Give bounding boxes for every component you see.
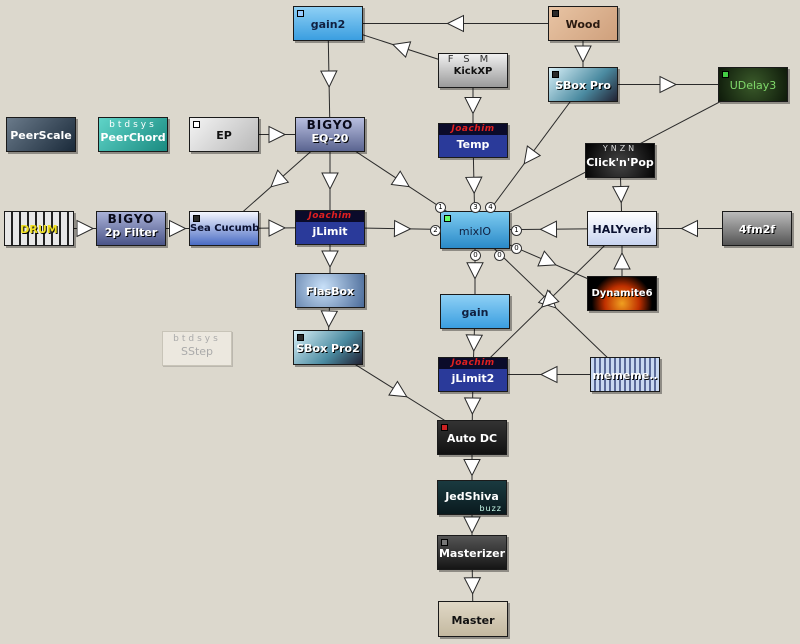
wire-arrow-eq20-to-sea-cucumber[interactable] bbox=[270, 169, 290, 188]
machine-sea-cucumber[interactable]: Sea Cucumber bbox=[189, 211, 259, 246]
machine-dynamite6[interactable]: Dynamite6 bbox=[587, 276, 657, 311]
machine-eq20[interactable]: BIGYO EQ-20 bbox=[295, 117, 365, 152]
machine-auto-dc[interactable]: Auto DC bbox=[437, 420, 507, 455]
wire-arrow-sboxpro-to-udelay3[interactable] bbox=[659, 75, 678, 94]
mixio-pin-out-4: 0 bbox=[511, 243, 522, 254]
machine-jlimit[interactable]: Joachim jLimit bbox=[295, 210, 365, 245]
machine-udelay3[interactable]: UDelay3 bbox=[718, 67, 788, 102]
machine-wood[interactable]: Wood bbox=[548, 6, 618, 41]
machine-sboxpro[interactable]: SBox Pro bbox=[548, 67, 618, 102]
wire-arrow-temp-to-mixio[interactable] bbox=[465, 176, 483, 195]
machine-gain[interactable]: gain bbox=[440, 294, 510, 329]
wire-arrow-ep-to-eq20[interactable] bbox=[268, 125, 287, 144]
wire-arrow-kickxp-to-gain2[interactable] bbox=[391, 41, 412, 59]
machine-mixio[interactable]: mixIO bbox=[440, 211, 510, 249]
mixio-pin-in-1: 1 bbox=[435, 202, 446, 213]
wire-arrow-mememe-to-jlimit2[interactable] bbox=[539, 365, 558, 384]
machine-clicknpop[interactable]: YNZN Click'n'Pop bbox=[585, 143, 655, 178]
wire-arrow-jlimit-to-mixio[interactable] bbox=[393, 219, 412, 238]
mixio-pin-in-2: 2 bbox=[430, 225, 441, 236]
machine-halyverb[interactable]: HALYverb bbox=[587, 211, 657, 246]
wire-arrow-sboxpro-to-mixio[interactable] bbox=[523, 145, 542, 165]
mixio-pin-in-3: 3 bbox=[470, 202, 481, 213]
machine-sbox-pro2[interactable]: SBox Pro2 bbox=[293, 330, 363, 365]
wire-arrow-wood-to-sboxpro[interactable] bbox=[574, 45, 592, 64]
machine-sstep[interactable]: btdsys SStep bbox=[162, 331, 232, 366]
wire-arrow-mixio-to-gain[interactable] bbox=[466, 262, 484, 280]
wire-arrow-auto-dc-to-jedshiva[interactable] bbox=[463, 459, 481, 477]
machine-temp[interactable]: Joachim Temp bbox=[438, 123, 508, 158]
wire-arrow-jedshiva-to-masterizer[interactable] bbox=[463, 516, 481, 535]
wire-arrow-kickxp-to-temp[interactable] bbox=[464, 97, 482, 115]
wire-arrow-eq20-to-jlimit[interactable] bbox=[321, 172, 339, 191]
wire-arrow-halyverb-to-jlimit2[interactable] bbox=[540, 289, 560, 308]
mixio-pin-out-1: 1 bbox=[511, 225, 522, 236]
wire-arrow-masterizer-to-master[interactable] bbox=[463, 577, 482, 595]
wire-arrow-gain2-to-eq20[interactable] bbox=[320, 70, 338, 89]
machine-ep[interactable]: EP bbox=[189, 117, 259, 152]
machine-jlimit2[interactable]: Joachim jLimit2 bbox=[438, 357, 508, 392]
machine-flasbox[interactable]: FlasBox bbox=[295, 273, 365, 308]
wire-arrow-2p-filter-to-sea-cucumber[interactable] bbox=[169, 219, 187, 238]
wire-arrow-clicknpop-to-halyverb[interactable] bbox=[611, 185, 630, 204]
wire-arrow-drum-to-2p-filter[interactable] bbox=[76, 219, 95, 238]
wire-arrow-eq20-to-mixio[interactable] bbox=[390, 170, 411, 188]
wire-arrow-jlimit2-to-auto-dc[interactable] bbox=[463, 397, 482, 416]
machine-4fm2f[interactable]: 4fm2f bbox=[722, 211, 792, 246]
machine-kickxp[interactable]: FSM KickXP bbox=[438, 53, 508, 88]
wire-arrow-halyverb-to-mixio[interactable] bbox=[539, 220, 558, 238]
wire-arrow-jlimit-to-flasbox[interactable] bbox=[321, 250, 339, 269]
wire-arrow-gain-to-jlimit2[interactable] bbox=[465, 334, 484, 353]
machine-mememe[interactable]: mememe.. bbox=[590, 357, 660, 392]
machine-gain2[interactable]: gain2 bbox=[293, 6, 363, 41]
machine-peerchord[interactable]: btdsys PeerChord bbox=[98, 117, 168, 152]
machine-master[interactable]: Master bbox=[438, 601, 508, 637]
mixio-pin-in-4: 4 bbox=[485, 202, 496, 213]
wire-arrow-dynamite6-to-halyverb[interactable] bbox=[613, 251, 631, 270]
wire-arrow-flasbox-to-sbox-pro2[interactable] bbox=[320, 310, 339, 329]
machine-peerscale[interactable]: PeerScale bbox=[6, 117, 76, 152]
machine-jedshiva[interactable]: JedShiva buzz bbox=[437, 480, 507, 515]
wire-arrow-4fm2f-to-halyverb[interactable] bbox=[680, 219, 698, 238]
wire-arrow-wood-to-gain2[interactable] bbox=[446, 14, 464, 33]
machine-masterizer[interactable]: Masterizer bbox=[437, 535, 507, 570]
mixio-pin-out-3: 0 bbox=[494, 250, 505, 261]
wire-arrow-mixio-to-dynamite6[interactable] bbox=[537, 250, 557, 267]
wire-arrow-sea-cucumber-to-jlimit[interactable] bbox=[268, 219, 287, 237]
machine-2p-filter[interactable]: BIGYO 2p Filter bbox=[96, 211, 166, 246]
wire-arrow-sbox-pro2-to-auto-dc[interactable] bbox=[388, 380, 408, 398]
mixio-pin-out-2: 0 bbox=[470, 250, 481, 261]
machine-drum[interactable]: DRUM bbox=[4, 211, 74, 246]
